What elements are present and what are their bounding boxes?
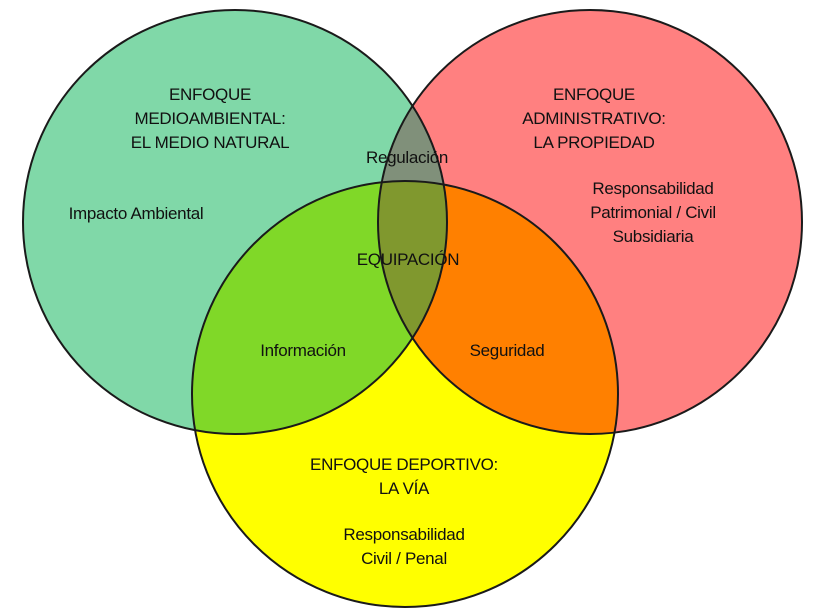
title-line: EL MEDIO NATURAL bbox=[130, 133, 290, 152]
environmental-title: ENFOQUE MEDIOAMBIENTAL: EL MEDIO NATURAL bbox=[131, 83, 290, 155]
label-seguridad: Seguridad bbox=[469, 341, 545, 360]
title-line: LA PROPIEDAD bbox=[533, 133, 655, 152]
title-line: ENFOQUE bbox=[169, 85, 251, 104]
title-line: MEDIOAMBIENTAL: bbox=[134, 109, 286, 128]
item-line: Responsabilidad bbox=[592, 179, 714, 198]
administrative-item: Responsabilidad Patrimonial / Civil Subs… bbox=[590, 177, 716, 249]
outline-administrative bbox=[377, 9, 803, 435]
outline-sport bbox=[191, 180, 619, 608]
title-line: LA VÍA bbox=[378, 479, 430, 498]
title-line: ENFOQUE DEPORTIVO: bbox=[310, 455, 498, 474]
title-line: ADMINISTRATIVO: bbox=[522, 109, 666, 128]
title-line: ENFOQUE bbox=[553, 85, 635, 104]
label-equipacion: EQUIPACIÓN bbox=[356, 250, 460, 269]
environmental-item: Impacto Ambiental bbox=[68, 204, 204, 223]
sport-title: ENFOQUE DEPORTIVO: LA VÍA bbox=[310, 453, 498, 501]
item-line: Civil / Penal bbox=[361, 549, 447, 568]
label-regulacion: Regulación bbox=[365, 148, 449, 167]
sport-item: Responsabilidad Civil / Penal bbox=[343, 523, 465, 571]
item-line: Responsabilidad bbox=[343, 525, 465, 544]
administrative-title: ENFOQUE ADMINISTRATIVO: LA PROPIEDAD bbox=[522, 83, 666, 155]
item-line: Subsidiaria bbox=[612, 227, 694, 246]
label-informacion: Información bbox=[260, 341, 346, 360]
item-line: Patrimonial / Civil bbox=[590, 203, 716, 222]
outline-environmental bbox=[22, 9, 448, 435]
